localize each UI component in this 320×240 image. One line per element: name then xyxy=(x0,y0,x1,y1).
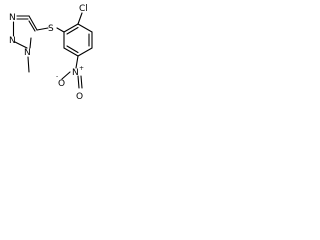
triazole-ring xyxy=(12,15,38,49)
bond-nitro-oxygen-left xyxy=(61,71,71,80)
triazole-nitrogen-2-label: N xyxy=(9,36,16,46)
triazole-nitrogen-4-label: N xyxy=(24,48,31,58)
bond-benzene-5 xyxy=(63,47,79,57)
nitro-oxygen-left-label: O xyxy=(58,79,65,89)
bond-benzene-inner-1 xyxy=(66,26,79,35)
bond-c3-n4 xyxy=(29,37,32,49)
nitro-nitrogen-label: N xyxy=(72,68,79,78)
bond-nitro-oxygen-bottom-double xyxy=(80,75,83,89)
sulfur-label: S xyxy=(48,24,54,34)
nitro-oxygen-bottom-label: O xyxy=(76,92,83,102)
bond-n2-c3 xyxy=(14,41,28,49)
nitro-nitrogen-charge: + xyxy=(79,65,84,72)
nitro-oxygen-charge: - xyxy=(56,73,58,80)
bond-benzene-chlorine xyxy=(77,12,83,25)
bond-benzene-4 xyxy=(77,47,93,57)
bond-c5-n4 xyxy=(28,15,38,31)
bond-benzene-nitro xyxy=(75,55,79,69)
bond-sulfur-benzene xyxy=(56,27,65,33)
chlorine-label: Cl xyxy=(79,4,88,14)
bond-c5-n4-double xyxy=(28,20,36,32)
bond-benzene-inner-3 xyxy=(66,45,79,54)
chemical-structure-diagram: N N N S Cl N + O - O xyxy=(0,0,115,104)
bond-benzene-2 xyxy=(77,23,93,33)
bond-n4-methyl xyxy=(27,56,30,73)
bond-triazole-sulfur xyxy=(36,27,49,31)
molecule-drawing: N N N S Cl N + O - O xyxy=(9,4,93,102)
bond-nitro-oxygen-bottom xyxy=(77,75,80,89)
benzene-ring xyxy=(63,23,93,57)
triazole-nitrogen-1-label: N xyxy=(9,13,16,23)
bond-benzene-1 xyxy=(63,23,79,33)
